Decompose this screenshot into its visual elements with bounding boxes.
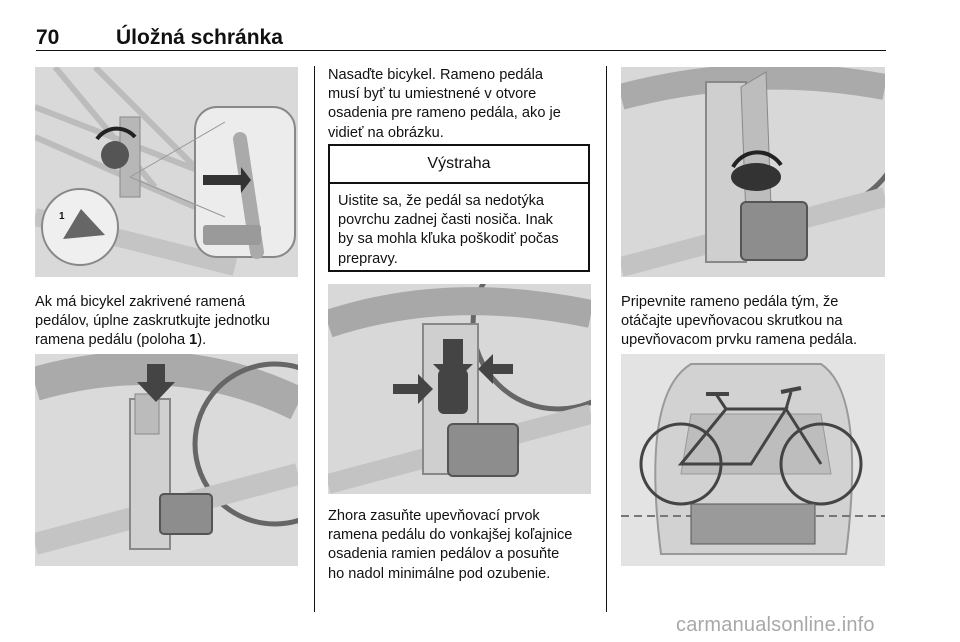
callout-number: 1 bbox=[59, 211, 65, 222]
col2-text-line: ho nadol minimálne pod ozubenie. bbox=[328, 565, 551, 582]
col3-text-line: otáčajte upevňovacou skrutkou na bbox=[621, 313, 843, 330]
col1-text-part: ramena pedálu (poloha bbox=[35, 332, 190, 349]
figure-fastening-element bbox=[328, 284, 591, 494]
col2-text-line: ramena pedálu do vonkajšej koľajnice bbox=[328, 527, 573, 544]
warning-body: Uistite sa, že pedál sa nedotýka povrchu… bbox=[330, 184, 588, 269]
page-number: 70 bbox=[36, 26, 60, 49]
col1-text-line: ramena pedálu (poloha 1). bbox=[35, 331, 305, 350]
col1-text-part: ). bbox=[197, 332, 207, 349]
col2-text-line: osadenia ramien pedálov a posuňte bbox=[328, 546, 560, 563]
warning-line: Uistite sa, že pedál sa nedotýka bbox=[338, 193, 545, 209]
warning-line: by sa mohla kľuka poškodiť počas bbox=[338, 231, 559, 248]
warning-line: povrchu zadnej časti nosiča. Inak bbox=[338, 212, 553, 229]
col3-text-line: upevňovacom prvku ramena pedála. bbox=[621, 332, 858, 349]
warning-box: Výstraha Uistite sa, že pedál sa nedotýk… bbox=[328, 144, 590, 272]
col1-text: Ak má bicykel zakrivené ramená pedálov, … bbox=[35, 293, 305, 351]
figure-fixing-screw bbox=[621, 67, 885, 277]
col2-text-line: Zhora zasuňte upevňovací prvok bbox=[328, 508, 540, 524]
figure-pedal-arm-unit: 1 bbox=[35, 67, 298, 277]
page-header: 70 Úložná schránka bbox=[36, 26, 886, 50]
col1-text-line: Ak má bicykel zakrivené ramená bbox=[35, 294, 246, 310]
col1-text-line: pedálov, úplne zaskrutkujte jednotku bbox=[35, 313, 271, 330]
watermark: carmanualsonline.info bbox=[676, 614, 875, 636]
col3-text: Pripevnite rameno pedála tým, že otáčajt… bbox=[621, 293, 891, 351]
col2-intro-line: osadenia pre rameno pedála, ako je bbox=[328, 105, 561, 122]
header-rule bbox=[36, 50, 886, 51]
col3-text-line: Pripevnite rameno pedála tým, že bbox=[621, 294, 839, 310]
column-divider-1 bbox=[314, 66, 315, 612]
figure-bicycle-mounted bbox=[621, 354, 885, 566]
position-number: 1 bbox=[189, 332, 198, 349]
figure-bike-on-carrier bbox=[35, 354, 298, 566]
column-divider-2 bbox=[606, 66, 607, 612]
col2-text: Zhora zasuňte upevňovací prvok ramena pe… bbox=[328, 507, 603, 584]
col2-intro: Nasaďte bicykel. Rameno pedála musí byť … bbox=[328, 66, 598, 143]
col2-intro-line: Nasaďte bicykel. Rameno pedála bbox=[328, 67, 544, 83]
warning-line: prepravy. bbox=[338, 250, 398, 267]
col2-intro-line: vidieť na obrázku. bbox=[328, 124, 444, 141]
warning-title: Výstraha bbox=[330, 146, 588, 184]
col2-intro-line: musí byť tu umiestnené v otvore bbox=[328, 86, 537, 103]
chapter-title: Úložná schránka bbox=[116, 26, 283, 49]
